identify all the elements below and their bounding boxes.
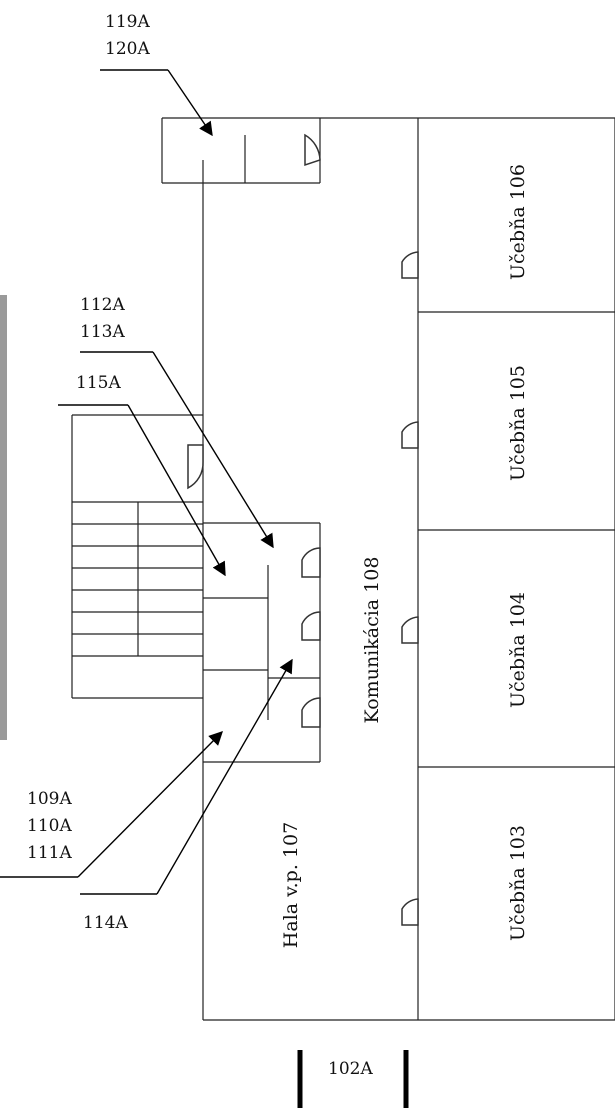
room-103-label: Učebňa 103 xyxy=(507,825,529,941)
door-115 xyxy=(187,444,204,490)
label-119a: 119A xyxy=(105,12,150,32)
building-outline xyxy=(202,118,615,1021)
callout-119-120 xyxy=(100,69,213,137)
label-111a: 111A xyxy=(27,843,72,863)
callout-109-111 xyxy=(0,731,223,878)
room-104-label: Učebňa 104 xyxy=(507,592,529,708)
stair-block xyxy=(71,414,203,699)
label-112a: 112A xyxy=(80,295,125,315)
door-105 xyxy=(401,421,419,449)
door-109 xyxy=(301,697,321,728)
corridor-108-label: Komunikácia 108 xyxy=(361,557,383,724)
label-109a: 109A xyxy=(27,789,72,809)
label-120a: 120A xyxy=(105,39,150,59)
label-115a: 115A xyxy=(76,373,121,393)
hall-107-label: Hala v.p. 107 xyxy=(280,822,302,948)
label-114a: 114A xyxy=(83,913,128,933)
room-106-label: Učebňa 106 xyxy=(507,164,529,280)
top-small-room xyxy=(161,117,615,184)
label-110a: 110A xyxy=(27,816,72,836)
door-103 xyxy=(401,898,419,926)
room-105-label: Učebňa 105 xyxy=(507,365,529,481)
callout-114 xyxy=(80,658,293,895)
callout-115 xyxy=(58,404,226,577)
door-112 xyxy=(301,547,321,578)
callout-112-113 xyxy=(80,351,274,549)
door-114 xyxy=(301,611,321,641)
door-106 xyxy=(401,251,419,279)
door-119 xyxy=(304,133,321,167)
scan-strip xyxy=(0,295,7,740)
label-113a: 113A xyxy=(80,322,125,342)
label-102a: 102A xyxy=(328,1059,373,1079)
door-104 xyxy=(401,616,419,644)
